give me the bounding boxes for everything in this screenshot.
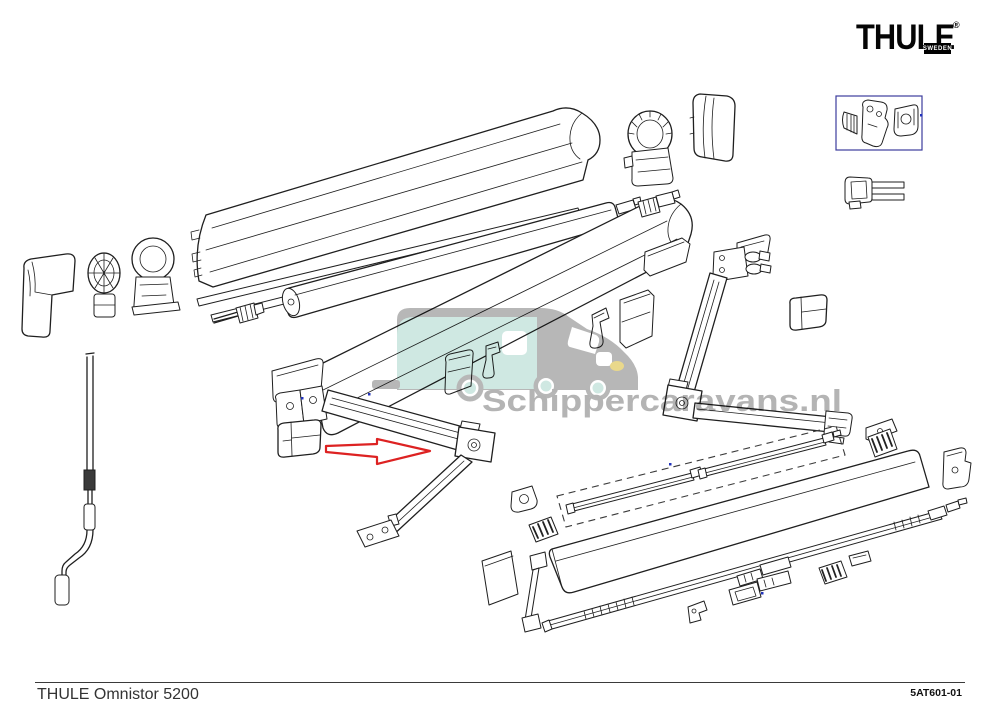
motorhome-cab-window [596,352,612,366]
part-fork-bracket [844,176,905,210]
right-arm-elbow [662,384,703,422]
motorhome-wheel-rear [456,374,484,402]
motorhome-wheel-front [585,375,611,401]
part-slider-assembly [728,570,792,606]
motorhome-panel [397,317,537,389]
watermark-text: Schippercaravans.nl [482,383,842,418]
part-end-bracket-right [942,447,972,490]
part-mount-plate [861,99,889,148]
thule-logo: THULE ® SWEDEN [856,20,968,64]
motorhome-wheel-middle [533,373,559,399]
part-spindle [213,302,265,324]
highlight-arrow [324,437,432,466]
part-gear-bracket-left [131,237,181,316]
part-flat-sheet [481,550,519,606]
part-rafter-tube-1 [565,466,703,515]
part-fabric-sheet-b [619,289,655,349]
drawing-number: 5AT601-01 [910,687,962,699]
part-angle-bracket [687,600,708,624]
part-ribbed-block-a [528,516,559,543]
part-gear-unit [623,110,674,187]
part-coupling [637,189,681,218]
awning-parts-line-art [21,93,972,633]
right-arm-upper-tube [674,272,728,400]
motorhome-hitch-step [372,380,400,389]
part-clamp [893,104,919,137]
part-arm-cover-right [789,294,828,331]
part-crank-rod [54,352,96,606]
motorhome-headlight [610,361,624,371]
part-arm-cover-left [277,419,322,458]
part-rail-strip-left [521,551,548,633]
right-arm-end-bracket [823,410,853,437]
motorhome-side-window [502,331,527,355]
registered-trademark-symbol: ® [953,20,960,30]
thule-sweden-badge: SWEDEN [923,43,952,54]
rafter-kit-dashed-box [556,425,846,528]
part-end-cap-left [21,253,76,338]
accessory-box-border [835,95,923,151]
pointer-marks [301,114,923,595]
left-arm-elbow [454,426,496,463]
part-gear-hub [87,252,121,318]
right-spring-arm [662,234,853,445]
left-arm-foot-plate [356,519,400,548]
part-rafter-clamp [510,485,538,513]
left-spring-arm [271,358,496,548]
product-title: THULE Omnistor 5200 [37,686,199,703]
motorhome-windshield [567,327,600,354]
part-end-cap-right [689,93,736,162]
part-case-profile [190,107,601,288]
footer-divider [35,682,965,683]
part-tension-rod [541,497,968,633]
part-lead-rail-panel [548,449,930,594]
part-ribbed-slider [818,550,872,585]
part-ribbed-block-b [867,428,898,458]
accessory-kit-box [835,95,923,151]
schippercaravans-watermark: Schippercaravans.nl [372,308,842,418]
part-rafter-tube-2 [697,429,842,480]
part-fabric-sheet-c [643,237,691,277]
part-cone-adapter [842,111,858,135]
motorhome-watermark-graphic [372,308,638,402]
